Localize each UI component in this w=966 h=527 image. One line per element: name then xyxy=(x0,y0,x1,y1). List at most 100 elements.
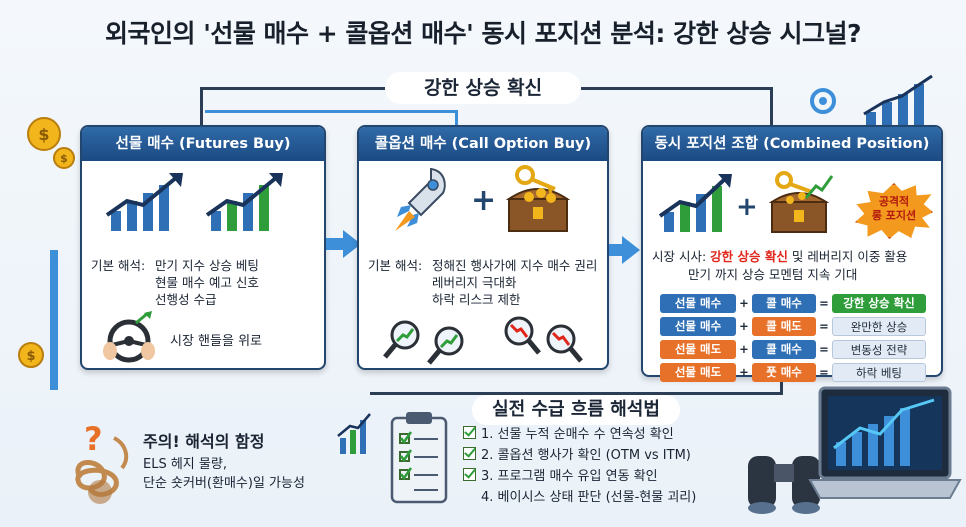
practical-flow-title: 실전 수급 흐름 해석법 xyxy=(472,395,680,425)
magnifier-down-icon xyxy=(504,316,541,355)
check-item-4-label: 4. 베이시스 상태 판단 (선물-현물 괴리) xyxy=(481,490,697,505)
magnifier-up-green-icon xyxy=(427,326,464,365)
call-line-1: 정해진 행사가에 지수 매수 권리 xyxy=(432,258,598,273)
warning-title: 주의! 해석의 함정 xyxy=(143,432,265,451)
implication-rest: 및 레버리지 이중 활용 xyxy=(791,249,908,264)
combo-position-b: 콜 매수 xyxy=(752,340,816,359)
magnifier-down-red-icon xyxy=(546,324,583,363)
combo-position-a: 선물 매도 xyxy=(660,363,736,382)
futures-line-3: 선행성 수급 xyxy=(155,292,217,307)
combo-row: 선물 매수+콜 매도=완만한 상승 xyxy=(660,317,930,336)
plus-sign: + xyxy=(471,183,497,218)
mini-bar-chart-icon xyxy=(337,413,371,454)
flow-line-top-right xyxy=(581,87,771,90)
flow-line-bottom-drop xyxy=(780,375,783,395)
combo-plus: + xyxy=(739,365,749,379)
arrow-call-to-combined xyxy=(622,236,640,264)
futures-buy-header: 선물 매수 (Futures Buy) xyxy=(82,127,324,161)
combined-treasure-icon xyxy=(768,171,834,233)
magnifier-up-icon xyxy=(383,320,420,359)
implication-highlight: 강한 상승 확신 xyxy=(710,249,788,264)
question-rope-icon: ? xyxy=(75,420,129,504)
combined-plus-sign: + xyxy=(736,192,758,222)
futures-buy-card: 선물 매수 (Futures Buy) 기본 해석: 만기 지수 상승 베팅 현… xyxy=(80,125,326,370)
combo-equals: = xyxy=(819,365,829,379)
gear-icon xyxy=(810,88,836,114)
call-option-card: 콜옵션 매수 (Call Option Buy) + 기본 해석: 정해진 행사… xyxy=(357,125,609,370)
combo-plus: + xyxy=(739,319,749,333)
svg-text:?: ? xyxy=(84,420,103,458)
flow-line-bottom xyxy=(370,392,780,395)
rocket-icon xyxy=(395,167,446,231)
market-implication: 시장 시사: 강한 상승 확신 및 레버리지 이중 활용 xyxy=(652,248,907,265)
market-implication-line2: 만기 까지 상승 모멘텀 지속 기대 xyxy=(688,267,858,282)
combo-row: 선물 매도+콜 매수=변동성 전략 xyxy=(660,340,930,359)
call-option-header: 콜옵션 매수 (Call Option Buy) xyxy=(359,127,607,161)
arrow-call-to-combined-shaft xyxy=(609,244,625,256)
checkbox-icon xyxy=(463,468,476,481)
burst-line-1: 공격적 xyxy=(878,195,910,208)
svg-text:$: $ xyxy=(38,125,49,144)
check-item-2: 2. 콜옵션 행사가 확인 (OTM vs ITM) xyxy=(463,447,691,465)
flow-line-mid-drop xyxy=(455,110,458,126)
combo-plus: + xyxy=(739,296,749,310)
check-item-3-label: 3. 프로그램 매수 유입 연동 확인 xyxy=(481,469,658,484)
combo-equals: = xyxy=(819,296,829,310)
combo-position-b: 콜 매도 xyxy=(752,317,816,336)
combo-position-b: 콜 매수 xyxy=(752,294,816,313)
aggressive-long-label: 공격적 롱 포지션 xyxy=(855,195,933,223)
steering-wheel-icon xyxy=(103,311,155,363)
rising-bars-icon xyxy=(863,74,933,132)
flow-line-top xyxy=(200,87,385,90)
call-line-2: 레버리지 극대화 xyxy=(432,275,517,290)
check-item-4: 4. 베이시스 상태 판단 (선물-현물 괴리) xyxy=(481,489,696,507)
implication-label: 시장 시사: xyxy=(652,249,707,264)
combo-equals: = xyxy=(819,342,829,356)
binoculars-icon xyxy=(748,456,820,514)
combo-row: 선물 매수+콜 매수=강한 상승 확신 xyxy=(660,294,930,313)
combo-position-b: 풋 매수 xyxy=(752,363,816,382)
coin-stack-icon: $ $ xyxy=(27,117,75,169)
combo-plus: + xyxy=(739,342,749,356)
call-option-body: + 기본 해석: 정해진 행사가에 지수 매수 권리 레버리지 극대화 하락 리… xyxy=(359,161,607,368)
flow-line-top-left-drop xyxy=(200,87,203,125)
check-item-1: 1. 선물 누적 순매수 수 연속성 확인 xyxy=(463,426,674,444)
rising-chart-green-icon xyxy=(205,173,283,231)
treasure-chest-icon xyxy=(505,165,571,232)
futures-line-1: 만기 지수 상승 베팅 xyxy=(155,258,259,273)
combo-row: 선물 매도+풋 매수=하락 베팅 xyxy=(660,363,930,382)
combo-result: 하락 베팅 xyxy=(832,363,926,382)
laptop-chart-icon xyxy=(808,386,962,499)
combo-result: 완만한 상승 xyxy=(832,317,926,336)
call-line-3: 하락 리스크 제한 xyxy=(432,292,521,307)
combined-rising-chart-icon xyxy=(658,174,732,232)
warning-line-1: ELS 헤지 물량, xyxy=(143,457,227,472)
check-item-1-label: 1. 선물 누적 순매수 수 연속성 확인 xyxy=(481,427,674,442)
combo-equals: = xyxy=(819,319,829,333)
burst-line-2: 롱 포지션 xyxy=(871,209,917,222)
flow-line-mid-left xyxy=(205,110,455,113)
call-analysis-label: 기본 해석: xyxy=(368,258,423,273)
combo-position-a: 선물 매도 xyxy=(660,340,736,359)
svg-text:$: $ xyxy=(60,152,68,165)
coin-icon: $ xyxy=(18,342,44,368)
futures-line-2: 현물 매수 예고 신호 xyxy=(155,275,259,290)
arrow-futures-to-call-shaft xyxy=(326,238,346,250)
combo-result: 강한 상승 확신 xyxy=(832,294,926,313)
combo-result: 변동성 전략 xyxy=(832,340,926,359)
checkbox-icon xyxy=(463,426,476,439)
flow-line-top-right-drop xyxy=(770,87,773,125)
checkbox-icon xyxy=(463,447,476,460)
combo-position-a: 선물 매수 xyxy=(660,317,736,336)
arrow-futures-to-call xyxy=(343,230,361,258)
check-item-2-label: 2. 콜옵션 행사가 확인 (OTM vs ITM) xyxy=(481,448,691,463)
combo-position-a: 선물 매수 xyxy=(660,294,736,313)
flow-line-left-vertical xyxy=(50,250,58,390)
page-title: 외국인의 '선물 매수 + 콜옵션 매수' 동시 포지션 분석: 강한 상승 시… xyxy=(105,19,862,48)
svg-text:$: $ xyxy=(26,349,35,364)
rising-chart-icon xyxy=(105,173,183,231)
strong-rise-banner: 강한 상승 확신 xyxy=(385,72,581,104)
steering-caption: 시장 핸들을 위로 xyxy=(170,334,262,349)
check-item-3: 3. 프로그램 매수 유입 연동 확인 xyxy=(463,468,658,486)
futures-buy-body: 기본 해석: 만기 지수 상승 베팅 현물 매수 예고 신호 선행성 수급 시장… xyxy=(82,161,324,368)
